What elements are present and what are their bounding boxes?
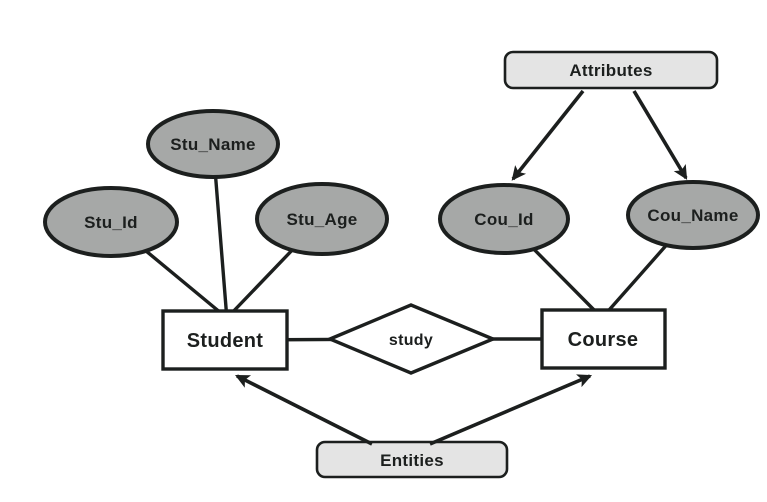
attribute-node-cou-name <box>626 180 760 250</box>
attribute-label-cou-name: Cou_Name <box>647 206 738 225</box>
entity-label-course: Course <box>568 329 639 351</box>
arrow-attributes-to-couid <box>511 89 585 181</box>
attribute-label-stu-age: Stu_Age <box>286 210 357 229</box>
attribute-node-stu-name <box>146 109 280 179</box>
attribute-node-stu-id <box>43 186 179 258</box>
entity-label-student: Student <box>187 330 264 352</box>
callout-box-attributes <box>503 50 719 90</box>
arrow-attributes-to-couname <box>632 90 688 180</box>
attribute-node-cou-id <box>438 183 570 255</box>
attribute-label-cou-id: Cou_Id <box>474 210 533 229</box>
callout-label-entities: Entities <box>380 451 444 470</box>
attribute-label-stu-id: Stu_Id <box>84 213 138 232</box>
relationship-diamond-study <box>325 303 498 375</box>
arrow-entities-to-student <box>235 374 373 446</box>
callout-label-attributes: Attributes <box>569 61 652 80</box>
entity-box-student <box>161 309 289 371</box>
attribute-node-stu-age <box>255 182 389 256</box>
attribute-label-stu-name: Stu_Name <box>170 135 256 154</box>
arrow-entities-to-course <box>429 374 593 446</box>
callout-box-entities <box>315 440 509 479</box>
entity-box-course <box>540 308 667 370</box>
relationship-label-study: study <box>389 332 433 349</box>
